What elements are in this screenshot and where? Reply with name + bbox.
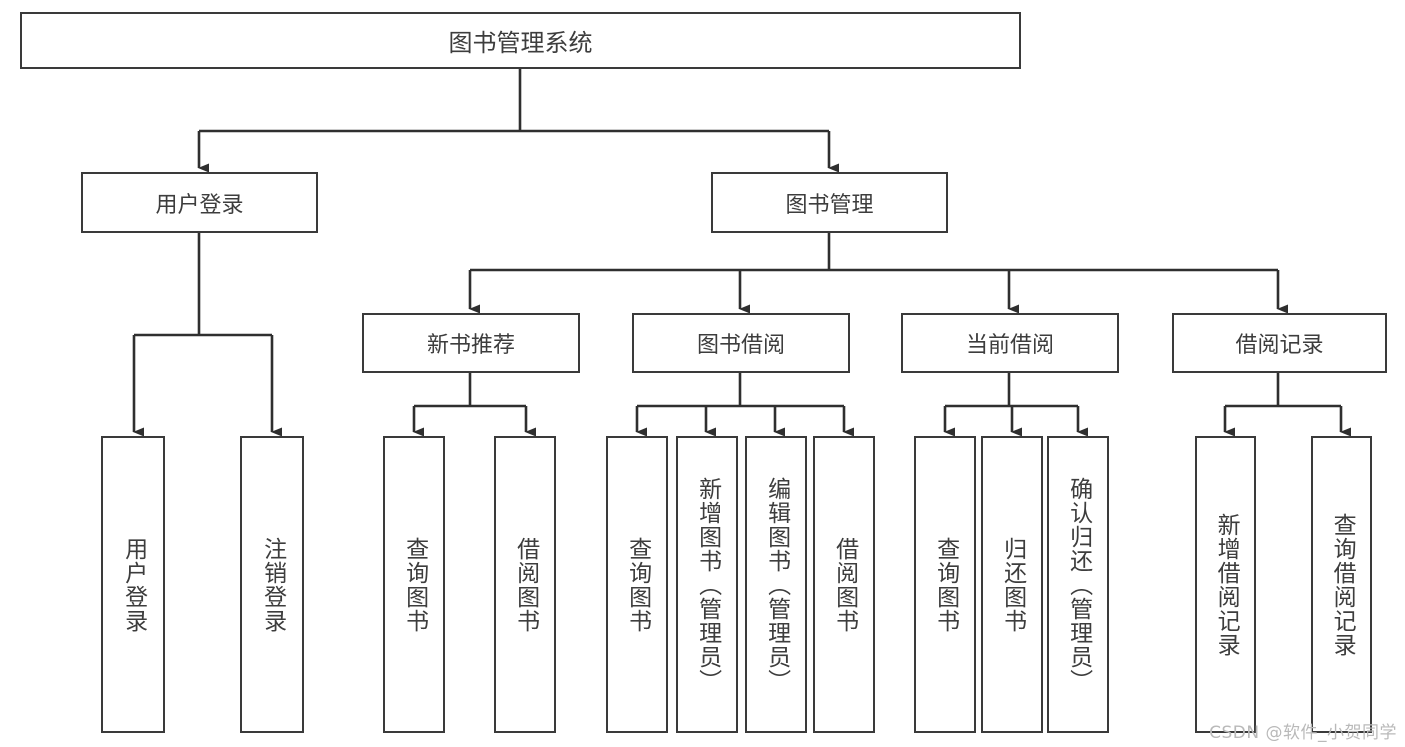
csdn-watermark: CSDN @软件_小贺同学 (1209, 723, 1397, 743)
node-leaf-add-book[interactable]: 新增图书（管理员） (676, 436, 738, 733)
node-borrow-record[interactable]: 借阅记录 (1172, 313, 1387, 373)
node-leaf-borrow-book-2-label: 借阅图书 (831, 536, 858, 633)
node-leaf-borrow-book-1-label: 借阅图书 (512, 536, 539, 633)
node-leaf-confirm-return-label: 确认归还（管理员） (1065, 476, 1092, 693)
node-leaf-borrow-book-1[interactable]: 借阅图书 (494, 436, 556, 733)
node-leaf-logout-login[interactable]: 注销登录 (240, 436, 304, 733)
node-leaf-return-book[interactable]: 归还图书 (981, 436, 1043, 733)
node-leaf-confirm-return[interactable]: 确认归还（管理员） (1047, 436, 1109, 733)
node-leaf-query-book-1[interactable]: 查询图书 (383, 436, 445, 733)
node-book-management[interactable]: 图书管理 (711, 172, 948, 233)
node-leaf-query-record-label: 查询借阅记录 (1329, 512, 1356, 657)
node-leaf-query-book-3-label: 查询图书 (932, 536, 959, 633)
node-new-book-recommend[interactable]: 新书推荐 (362, 313, 580, 373)
node-borrow-record-label: 借阅记录 (1235, 333, 1324, 358)
node-root[interactable]: 图书管理系统 (20, 12, 1021, 69)
node-leaf-query-record[interactable]: 查询借阅记录 (1311, 436, 1372, 733)
node-leaf-query-book-1-label: 查询图书 (401, 536, 428, 633)
node-book-management-label: 图书管理 (785, 192, 874, 218)
node-leaf-edit-book-label: 编辑图书（管理员） (763, 476, 790, 693)
node-leaf-add-record-label: 新增借阅记录 (1213, 512, 1240, 657)
node-root-label: 图书管理系统 (448, 29, 593, 57)
node-current-borrow[interactable]: 当前借阅 (901, 313, 1119, 373)
node-leaf-add-record[interactable]: 新增借阅记录 (1195, 436, 1256, 733)
node-leaf-query-book-3[interactable]: 查询图书 (914, 436, 976, 733)
node-leaf-user-login-label: 用户登录 (120, 536, 147, 633)
node-leaf-user-login[interactable]: 用户登录 (101, 436, 165, 733)
node-leaf-add-book-label: 新增图书（管理员） (694, 476, 721, 693)
node-new-book-recommend-label: 新书推荐 (426, 333, 515, 358)
node-leaf-logout-login-label: 注销登录 (259, 536, 286, 633)
node-book-borrow[interactable]: 图书借阅 (632, 313, 850, 373)
node-leaf-return-book-label: 归还图书 (999, 536, 1026, 633)
node-user-login-label: 用户登录 (155, 192, 244, 218)
node-leaf-borrow-book-2[interactable]: 借阅图书 (813, 436, 875, 733)
node-book-borrow-label: 图书借阅 (696, 333, 785, 358)
node-user-login[interactable]: 用户登录 (81, 172, 318, 233)
node-leaf-edit-book[interactable]: 编辑图书（管理员） (745, 436, 807, 733)
node-leaf-query-book-2-label: 查询图书 (624, 536, 651, 633)
node-current-borrow-label: 当前借阅 (965, 333, 1054, 358)
node-leaf-query-book-2[interactable]: 查询图书 (606, 436, 668, 733)
